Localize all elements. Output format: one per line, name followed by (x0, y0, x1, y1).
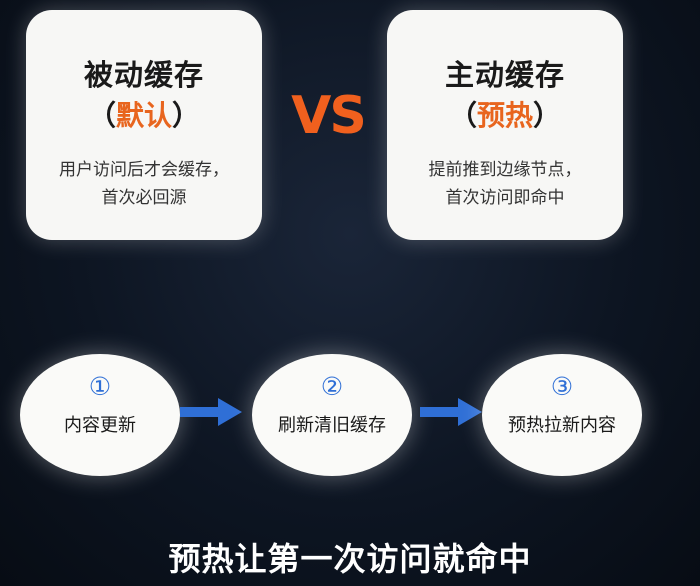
step-3-number: ③ (550, 372, 574, 401)
step-3-label: 预热拉新内容 (508, 415, 616, 436)
step-1-node: ① 内容更新 (20, 354, 180, 476)
step-2-number: ② (320, 372, 344, 401)
passive-desc-line-1: 用户访问后才会缓存， (59, 160, 229, 180)
paren-close: ） (533, 99, 562, 132)
passive-desc-line-2: 首次必回源 (101, 188, 187, 208)
active-cache-title: 主动缓存 (444, 58, 565, 92)
active-desc-line-2: 首次访问即命中 (445, 188, 565, 208)
step-3-node: ③ 预热拉新内容 (482, 354, 642, 476)
bottom-caption: 预热让第一次访问就命中 (168, 540, 532, 578)
step-1-number: ① (88, 372, 112, 401)
passive-cache-description: 用户访问后才会缓存， 首次必回源 (26, 156, 262, 212)
active-cache-card: 主动缓存 （预热） 提前推到边缘节点， 首次访问即命中 (387, 10, 623, 240)
paren-close: ） (172, 99, 201, 132)
passive-cache-subtitle: （默认） (26, 94, 262, 134)
vs-label: VS (291, 86, 367, 146)
active-cache-subtitle: （预热） (387, 94, 623, 134)
active-desc-line-1: 提前推到边缘节点， (428, 160, 582, 180)
step-1-label: 内容更新 (64, 415, 136, 436)
arrow-right-icon (180, 398, 242, 426)
passive-cache-highlight: 默认 (115, 99, 172, 132)
active-cache-highlight: 预热 (476, 99, 533, 132)
paren-open: （ (87, 99, 116, 132)
step-2-label: 刷新清旧缓存 (278, 415, 386, 436)
active-cache-description: 提前推到边缘节点， 首次访问即命中 (387, 156, 623, 212)
paren-open: （ (448, 99, 477, 132)
passive-cache-card: 被动缓存 （默认） 用户访问后才会缓存， 首次必回源 (26, 10, 262, 240)
step-2-node: ② 刷新清旧缓存 (252, 354, 412, 476)
passive-cache-title: 被动缓存 (83, 58, 204, 92)
arrow-right-icon (420, 398, 482, 426)
